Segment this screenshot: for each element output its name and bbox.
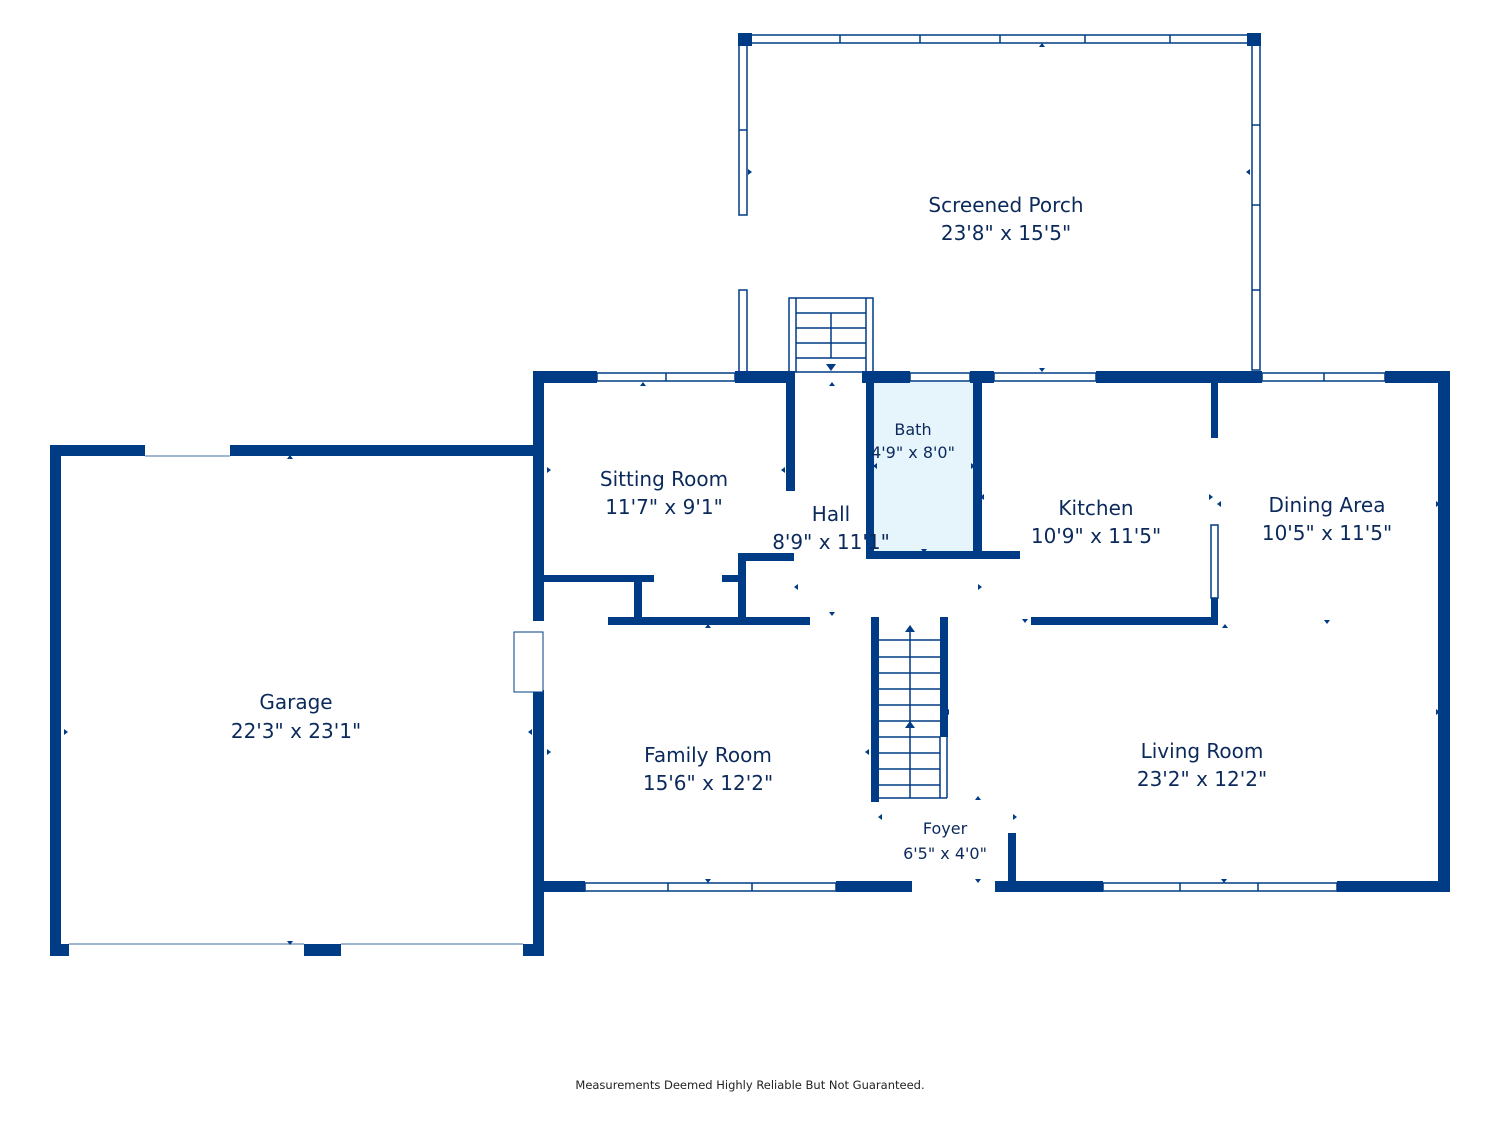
windows [584, 372, 1386, 892]
room-dimensions: 22'3" x 23'1" [231, 719, 361, 743]
room-label-garage: Garage 22'3" x 23'1" [231, 690, 361, 743]
room-label-family: Family Room 15'6" x 12'2" [643, 743, 773, 795]
room-label-foyer: Foyer 6'5" x 4'0" [903, 819, 987, 863]
room-label-kitchen: Kitchen 10'9" x 11'5" [1031, 496, 1161, 548]
room-dimensions: 11'7" x 9'1" [605, 495, 723, 519]
room-name: Kitchen [1058, 496, 1133, 520]
room-dimensions: 4'9" x 8'0" [871, 443, 955, 462]
room-name: Screened Porch [928, 193, 1083, 217]
room-dimensions: 23'2" x 12'2" [1137, 767, 1267, 791]
room-name: Dining Area [1269, 493, 1386, 517]
room-label-dining: Dining Area 10'5" x 11'5" [1262, 493, 1392, 545]
porch-corners [738, 33, 1261, 46]
walls [533, 371, 1450, 892]
bath-fill [873, 381, 975, 552]
garage-door-lines [69, 455, 523, 945]
room-name: Garage [259, 690, 332, 714]
dimension-ticks [64, 43, 1440, 945]
room-name: Foyer [923, 819, 968, 838]
room-dimensions: 15'6" x 12'2" [643, 771, 773, 795]
room-dimensions: 6'5" x 4'0" [903, 844, 987, 863]
room-name: Family Room [644, 743, 772, 767]
room-label-sitting: Sitting Room 11'7" x 9'1" [600, 467, 728, 519]
room-dimensions: 8'9" x 11'1" [772, 530, 890, 554]
room-label-porch: Screened Porch 23'8" x 15'5" [928, 193, 1083, 245]
disclaimer: Measurements Deemed Highly Reliable But … [575, 1078, 925, 1092]
room-name: Sitting Room [600, 467, 728, 491]
stair-arrow-mid [905, 721, 915, 728]
room-label-hall: Hall 8'9" x 11'1" [772, 502, 890, 554]
porch-stair-arrow [826, 364, 836, 371]
room-name: Living Room [1141, 739, 1264, 763]
room-dimensions: 23'8" x 15'5" [941, 221, 1071, 245]
room-label-bath: Bath 4'9" x 8'0" [871, 420, 955, 462]
room-dimensions: 10'5" x 11'5" [1262, 521, 1392, 545]
garage-step [513, 631, 544, 693]
room-label-living: Living Room 23'2" x 12'2" [1137, 739, 1267, 791]
room-name: Bath [894, 420, 931, 439]
porch-stairs [788, 297, 874, 373]
stair-arrow-up [905, 625, 915, 632]
room-dimensions: 10'9" x 11'5" [1031, 524, 1161, 548]
main-stairs [879, 630, 948, 799]
room-name: Hall [812, 502, 850, 526]
garage-walls [50, 445, 544, 956]
